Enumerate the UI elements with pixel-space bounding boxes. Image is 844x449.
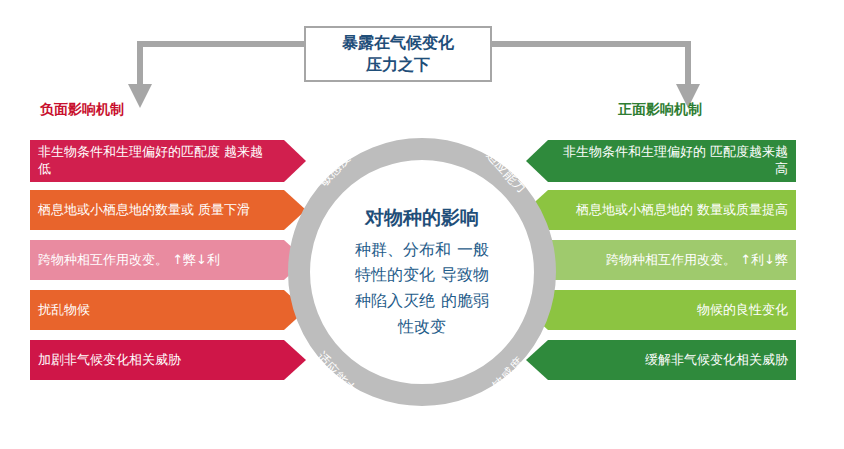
band-text: 跨物种相互作用改变。 ↑弊↓利	[38, 252, 220, 269]
mechanism-band: 物候的良性变化	[526, 290, 796, 330]
band-text-wrap: 物候的良性变化	[560, 290, 788, 330]
split-arrow-right	[492, 44, 688, 96]
band-text: 物候的良性变化	[697, 302, 788, 319]
band-text-wrap: 跨物种相互作用改变。 ↑弊↓利	[38, 240, 272, 280]
mechanism-band: 栖息地或小栖息地的数量或 质量下滑	[30, 190, 306, 230]
band-arrow	[30, 190, 306, 230]
band-text: 加剧非气候变化相关威胁	[38, 352, 181, 369]
band-text-wrap: 缓解非气候变化相关威胁	[560, 340, 788, 380]
band-arrow	[526, 240, 796, 280]
box-title: 暴露在气候变化 压力之下	[333, 32, 463, 75]
mechanism-band: 跨物种相互作用改变。 ↑弊↓利	[30, 240, 306, 280]
band-text-wrap: 加剧非气候变化相关威胁	[38, 340, 272, 380]
band-arrow	[526, 140, 796, 182]
band-text: 跨物种相互作用改变。 ↑利↓弊	[606, 252, 788, 269]
section-heading: 正面影响机制	[618, 101, 702, 119]
band-arrow	[30, 340, 306, 380]
band-text-wrap: 栖息地或小栖息地的 数量或质量提高	[560, 190, 788, 230]
band-arrow	[526, 340, 796, 380]
mechanism-band: 缓解非气候变化相关威胁	[526, 340, 796, 380]
band-text: 栖息地或小栖息地的数量或 质量下滑	[38, 202, 250, 219]
band-text: 非生物条件和生理偏好的匹配度 越来越低	[38, 144, 272, 178]
section-heading: 负面影响机制	[40, 101, 124, 119]
mechanism-band: 非生物条件和生理偏好的匹配度 越来越低	[30, 140, 306, 182]
impact-body: 种群、分布和 一般特性的变化 导致物种陷入灭绝 的脆弱性改变	[352, 237, 492, 339]
band-text: 栖息地或小栖息地的 数量或质量提高	[576, 202, 788, 219]
mechanism-band: 扰乱物候	[30, 290, 306, 330]
split-arrow-left	[140, 44, 304, 96]
band-text-wrap: 扰乱物候	[38, 290, 272, 330]
band-text-wrap: 非生物条件和生理偏好的匹配度 越来越低	[38, 140, 272, 182]
band-arrow	[30, 240, 306, 280]
band-text: 非生物条件和生理偏好的 匹配度越来越高	[560, 144, 788, 178]
band-arrow	[30, 140, 306, 182]
mechanism-band: 加剧非气候变化相关威胁	[30, 340, 306, 380]
band-text: 扰乱物候	[38, 302, 90, 319]
band-text-wrap: 跨物种相互作用改变。 ↑利↓弊	[560, 240, 788, 280]
mechanism-band: 跨物种相互作用改变。 ↑利↓弊	[526, 240, 796, 280]
mechanism-band: 栖息地或小栖息地的 数量或质量提高	[526, 190, 796, 230]
exposure-box: 暴露在气候变化 压力之下	[304, 26, 492, 82]
band-arrow	[526, 290, 796, 330]
band-text-wrap: 非生物条件和生理偏好的 匹配度越来越高	[560, 140, 788, 182]
band-text-wrap: 栖息地或小栖息地的数量或 质量下滑	[38, 190, 272, 230]
impact-heading: 对物种的影响	[365, 205, 479, 231]
band-text: 缓解非气候变化相关威胁	[645, 352, 788, 369]
band-arrow	[30, 290, 306, 330]
band-arrow	[526, 190, 796, 230]
mechanism-band: 非生物条件和生理偏好的 匹配度越来越高	[526, 140, 796, 182]
